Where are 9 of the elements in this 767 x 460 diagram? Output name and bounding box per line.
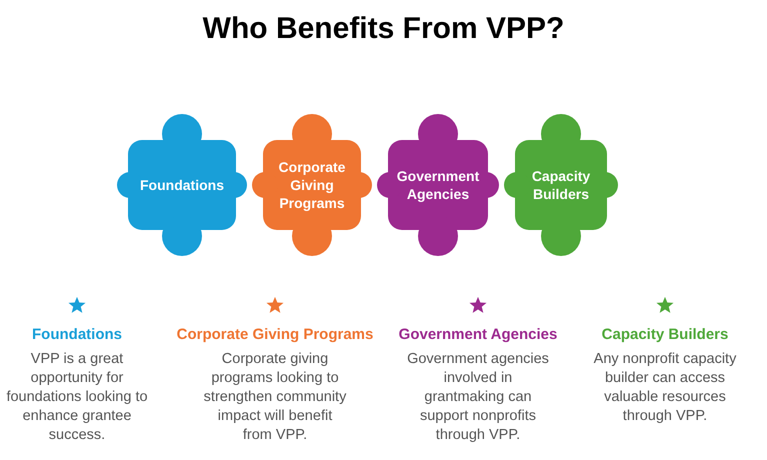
title: Who Benefits From VPP? <box>202 12 566 46</box>
column-heading: Corporate Giving Programs <box>176 326 374 343</box>
column-heading: Capacity Builders <box>600 326 730 343</box>
description-text: Any nonprofit capacity builder can access valuable resources through VPP. <box>593 350 737 426</box>
column-heading: Government Agencies <box>398 326 558 343</box>
column-heading: Foundations <box>31 326 123 343</box>
description-text: Corporate giving programs looking to strengthen community impact will benefit from VPP. <box>203 350 347 445</box>
description-text: Government agencies involved in grantmaking can support nonprofits through VPP. <box>406 350 550 445</box>
description-text: VPP is a great opportunity for foundations looking to enhance grantee success. <box>5 350 149 445</box>
